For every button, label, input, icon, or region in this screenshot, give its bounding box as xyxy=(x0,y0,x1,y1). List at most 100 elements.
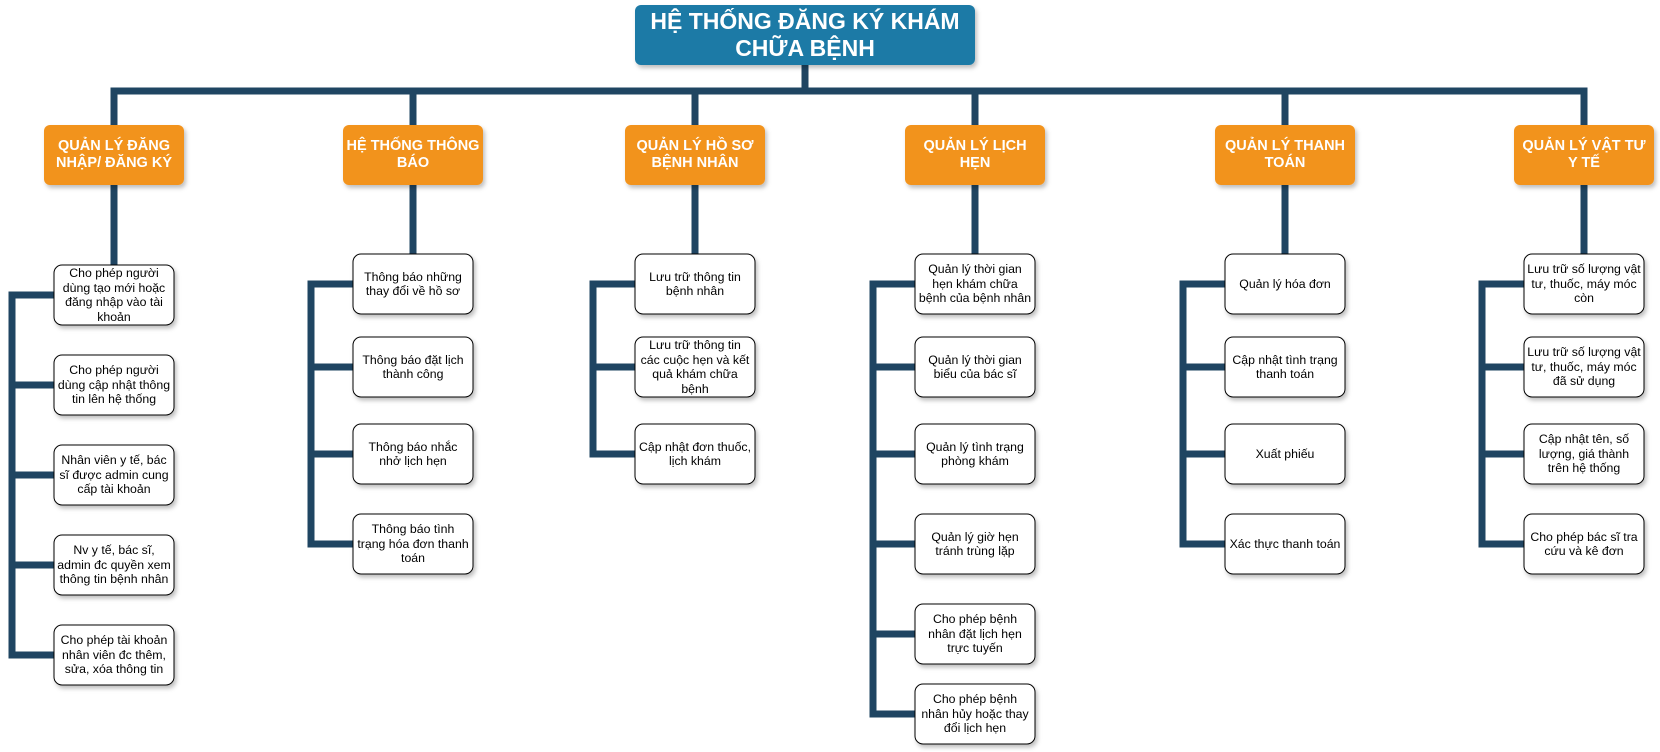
item-node-shape xyxy=(53,444,175,506)
item-node: Thông báo tình trạng hóa đơn thanh toán xyxy=(352,513,474,575)
item-node-shape xyxy=(914,683,1036,745)
item-node-label: Cho phép bác sĩ tra cứu và kê đơn xyxy=(1530,529,1638,559)
connector-lines xyxy=(8,61,1588,718)
item-node: Quản lý thời gian hẹn khám chữa bệnh của… xyxy=(914,253,1036,315)
category-node-shape xyxy=(1215,125,1355,185)
item-node-shape xyxy=(914,336,1036,398)
item-node-shape xyxy=(914,253,1036,315)
item-node-label: Thông báo nhắc nhở lịch hẹn xyxy=(368,439,458,469)
root-node: HỆ THỐNG ĐĂNG KÝ KHÁM CHỮA BỆNH xyxy=(635,5,975,65)
item-node-label: Cho phép người dùng cập nhật thông tin l… xyxy=(57,363,171,407)
item-node: Cho phép người dùng cập nhật thông tin l… xyxy=(53,354,175,416)
item-node: Xác thực thanh toán xyxy=(1224,513,1346,575)
category-node-shape xyxy=(625,125,765,185)
item-node-shape xyxy=(53,624,175,686)
item-node: Cho phép bác sĩ tra cứu và kê đơn xyxy=(1523,513,1645,575)
item-node: Cho phép bệnh nhân đặt lịch hẹn trực tuy… xyxy=(914,603,1036,665)
item-node: Nv y tế, bác sĩ, admin đc quyền xem thôn… xyxy=(53,534,175,596)
item-node-label: Lưu trữ số lượng vật tư, thuốc, máy móc … xyxy=(1527,345,1641,389)
root-node-shape xyxy=(635,5,975,65)
item-node: Cập nhật đơn thuốc, lịch khám xyxy=(634,423,756,485)
item-node-shape xyxy=(352,336,474,398)
item-node-label: Lưu trữ thông tin bệnh nhân xyxy=(649,269,741,299)
item-node-label: Nhân viên y tế, bác sĩ được admin cung c… xyxy=(59,453,169,497)
item-node-shape xyxy=(1224,336,1346,398)
item-node-shape xyxy=(53,264,175,326)
item-node-label: Thông báo đặt lịch thành công xyxy=(362,352,464,382)
item-node: Lưu trữ thông tin các cuộc hẹn và kết qu… xyxy=(634,336,756,398)
item-node-label: Cập nhật tình trạng thanh toán xyxy=(1232,352,1338,382)
item-node: Quản lý tình trạng phòng khám xyxy=(914,423,1036,485)
category-node-shape xyxy=(1514,125,1654,185)
item-node-label: Cập nhật tên, số lượng, giá thành trên h… xyxy=(1538,432,1630,476)
item-node-label: Lưu trữ số lượng vật tư, thuốc, máy móc … xyxy=(1527,262,1641,306)
item-node-shape xyxy=(914,513,1036,575)
item-node-label: Xuất phiếu xyxy=(1255,446,1315,461)
item-node-label: Quản lý thời gian hẹn khám chữa bệnh của… xyxy=(918,262,1032,306)
item-node-shape xyxy=(53,354,175,416)
item-node: Lưu trữ số lượng vật tư, thuốc, máy móc … xyxy=(1523,253,1645,315)
item-node-shape xyxy=(634,253,756,315)
item-node-label: Quản lý tình trạng phòng khám xyxy=(926,439,1024,469)
item-node: Quản lý hóa đơn xyxy=(1224,253,1346,315)
category-node: HỆ THỐNG THÔNG BÁO xyxy=(343,125,483,185)
category-node-shape xyxy=(905,125,1045,185)
category-node-label: QUẢN LÝ THANH TOÁN xyxy=(1224,137,1346,171)
item-node-label: Nv y tế, bác sĩ, admin đc quyền xem thôn… xyxy=(57,543,171,587)
item-node: Cập nhật tình trạng thanh toán xyxy=(1224,336,1346,398)
item-node: Quản lý thời gian biểu của bác sĩ xyxy=(914,336,1036,398)
item-node-shape xyxy=(352,513,474,575)
item-node-shape xyxy=(634,336,756,398)
root-node-label: HỆ THỐNG ĐĂNG KÝ KHÁM CHỮA BỆNH xyxy=(650,7,960,61)
item-node: Thông báo đặt lịch thành công xyxy=(352,336,474,398)
category-node-label: QUẢN LÝ VẬT TƯ Y TẾ xyxy=(1522,137,1646,171)
item-node: Cho phép bệnh nhân hủy hoặc thay đổi lịc… xyxy=(914,683,1036,745)
item-node-shape xyxy=(1224,253,1346,315)
item-node-shape xyxy=(53,534,175,596)
item-node: Xuất phiếu xyxy=(1224,423,1346,485)
category-node-label: QUẢN LÝ HỒ SƠ BỆNH NHÂN xyxy=(636,137,754,171)
item-node-label: Quản lý giờ hẹn tránh trùng lặp xyxy=(931,529,1019,559)
item-node-shape xyxy=(1523,513,1645,575)
item-node-label: Lưu trữ thông tin các cuộc hẹn và kết qu… xyxy=(640,338,750,396)
item-node-label: Cập nhật đơn thuốc, lịch khám xyxy=(639,439,751,469)
chart-nodes: HỆ THỐNG ĐĂNG KÝ KHÁM CHỮA BỆNH QUẢN LÝ Đ… xyxy=(44,5,1654,745)
item-node-shape xyxy=(1523,253,1645,315)
item-node-label: Cho phép người dùng tạo mới hoặc đăng nh… xyxy=(62,266,166,324)
item-node-shape xyxy=(914,603,1036,665)
item-node-label: Quản lý thời gian biểu của bác sĩ xyxy=(928,352,1022,382)
item-node: Lưu trữ thông tin bệnh nhân xyxy=(634,253,756,315)
item-node: Cho phép tài khoản nhân viên đc thêm, sử… xyxy=(53,624,175,686)
item-node-shape xyxy=(352,253,474,315)
item-node-shape xyxy=(1523,336,1645,398)
item-node: Quản lý giờ hẹn tránh trùng lặp xyxy=(914,513,1036,575)
item-node-label: Quản lý hóa đơn xyxy=(1239,276,1331,291)
item-node-label: Thông báo tình trạng hóa đơn thanh toán xyxy=(357,522,469,566)
item-node-label: Cho phép bệnh nhân hủy hoặc thay đổi lịc… xyxy=(921,692,1029,736)
item-node-shape xyxy=(634,423,756,485)
item-node: Nhân viên y tế, bác sĩ được admin cung c… xyxy=(53,444,175,506)
category-node-label: QUẢN LÝ LỊCH HẸN xyxy=(923,137,1027,171)
item-node-shape xyxy=(1224,513,1346,575)
category-node-label: HỆ THỐNG THÔNG BÁO xyxy=(346,137,480,171)
category-node-shape xyxy=(44,125,184,185)
category-node: QUẢN LÝ HỒ SƠ BỆNH NHÂN xyxy=(625,125,765,185)
category-node: QUẢN LÝ THANH TOÁN xyxy=(1215,125,1355,185)
item-node-label: Cho phép bệnh nhân đặt lịch hẹn trực tuy… xyxy=(928,612,1022,656)
category-node: QUẢN LÝ ĐĂNG NHẬP/ ĐĂNG KÝ xyxy=(44,125,184,185)
item-node: Cập nhật tên, số lượng, giá thành trên h… xyxy=(1523,423,1645,485)
item-node: Thông báo những thay đổi về hồ sơ xyxy=(352,253,474,315)
item-node: Lưu trữ số lượng vật tư, thuốc, máy móc … xyxy=(1523,336,1645,398)
category-node: QUẢN LÝ LỊCH HẸN xyxy=(905,125,1045,185)
item-node-shape xyxy=(1224,423,1346,485)
item-node-shape xyxy=(352,423,474,485)
category-node-shape xyxy=(343,125,483,185)
category-node-label: QUẢN LÝ ĐĂNG NHẬP/ ĐĂNG KÝ xyxy=(55,137,172,171)
item-node: Cho phép người dùng tạo mới hoặc đăng nh… xyxy=(53,264,175,326)
item-node: Thông báo nhắc nhở lịch hẹn xyxy=(352,423,474,485)
category-node: QUẢN LÝ VẬT TƯ Y TẾ xyxy=(1514,125,1654,185)
item-node-label: Xác thực thanh toán xyxy=(1229,536,1341,551)
item-node-label: Thông báo những thay đổi về hồ sơ xyxy=(364,269,462,299)
item-node-label: Cho phép tài khoản nhân viên đc thêm, sử… xyxy=(60,633,168,677)
